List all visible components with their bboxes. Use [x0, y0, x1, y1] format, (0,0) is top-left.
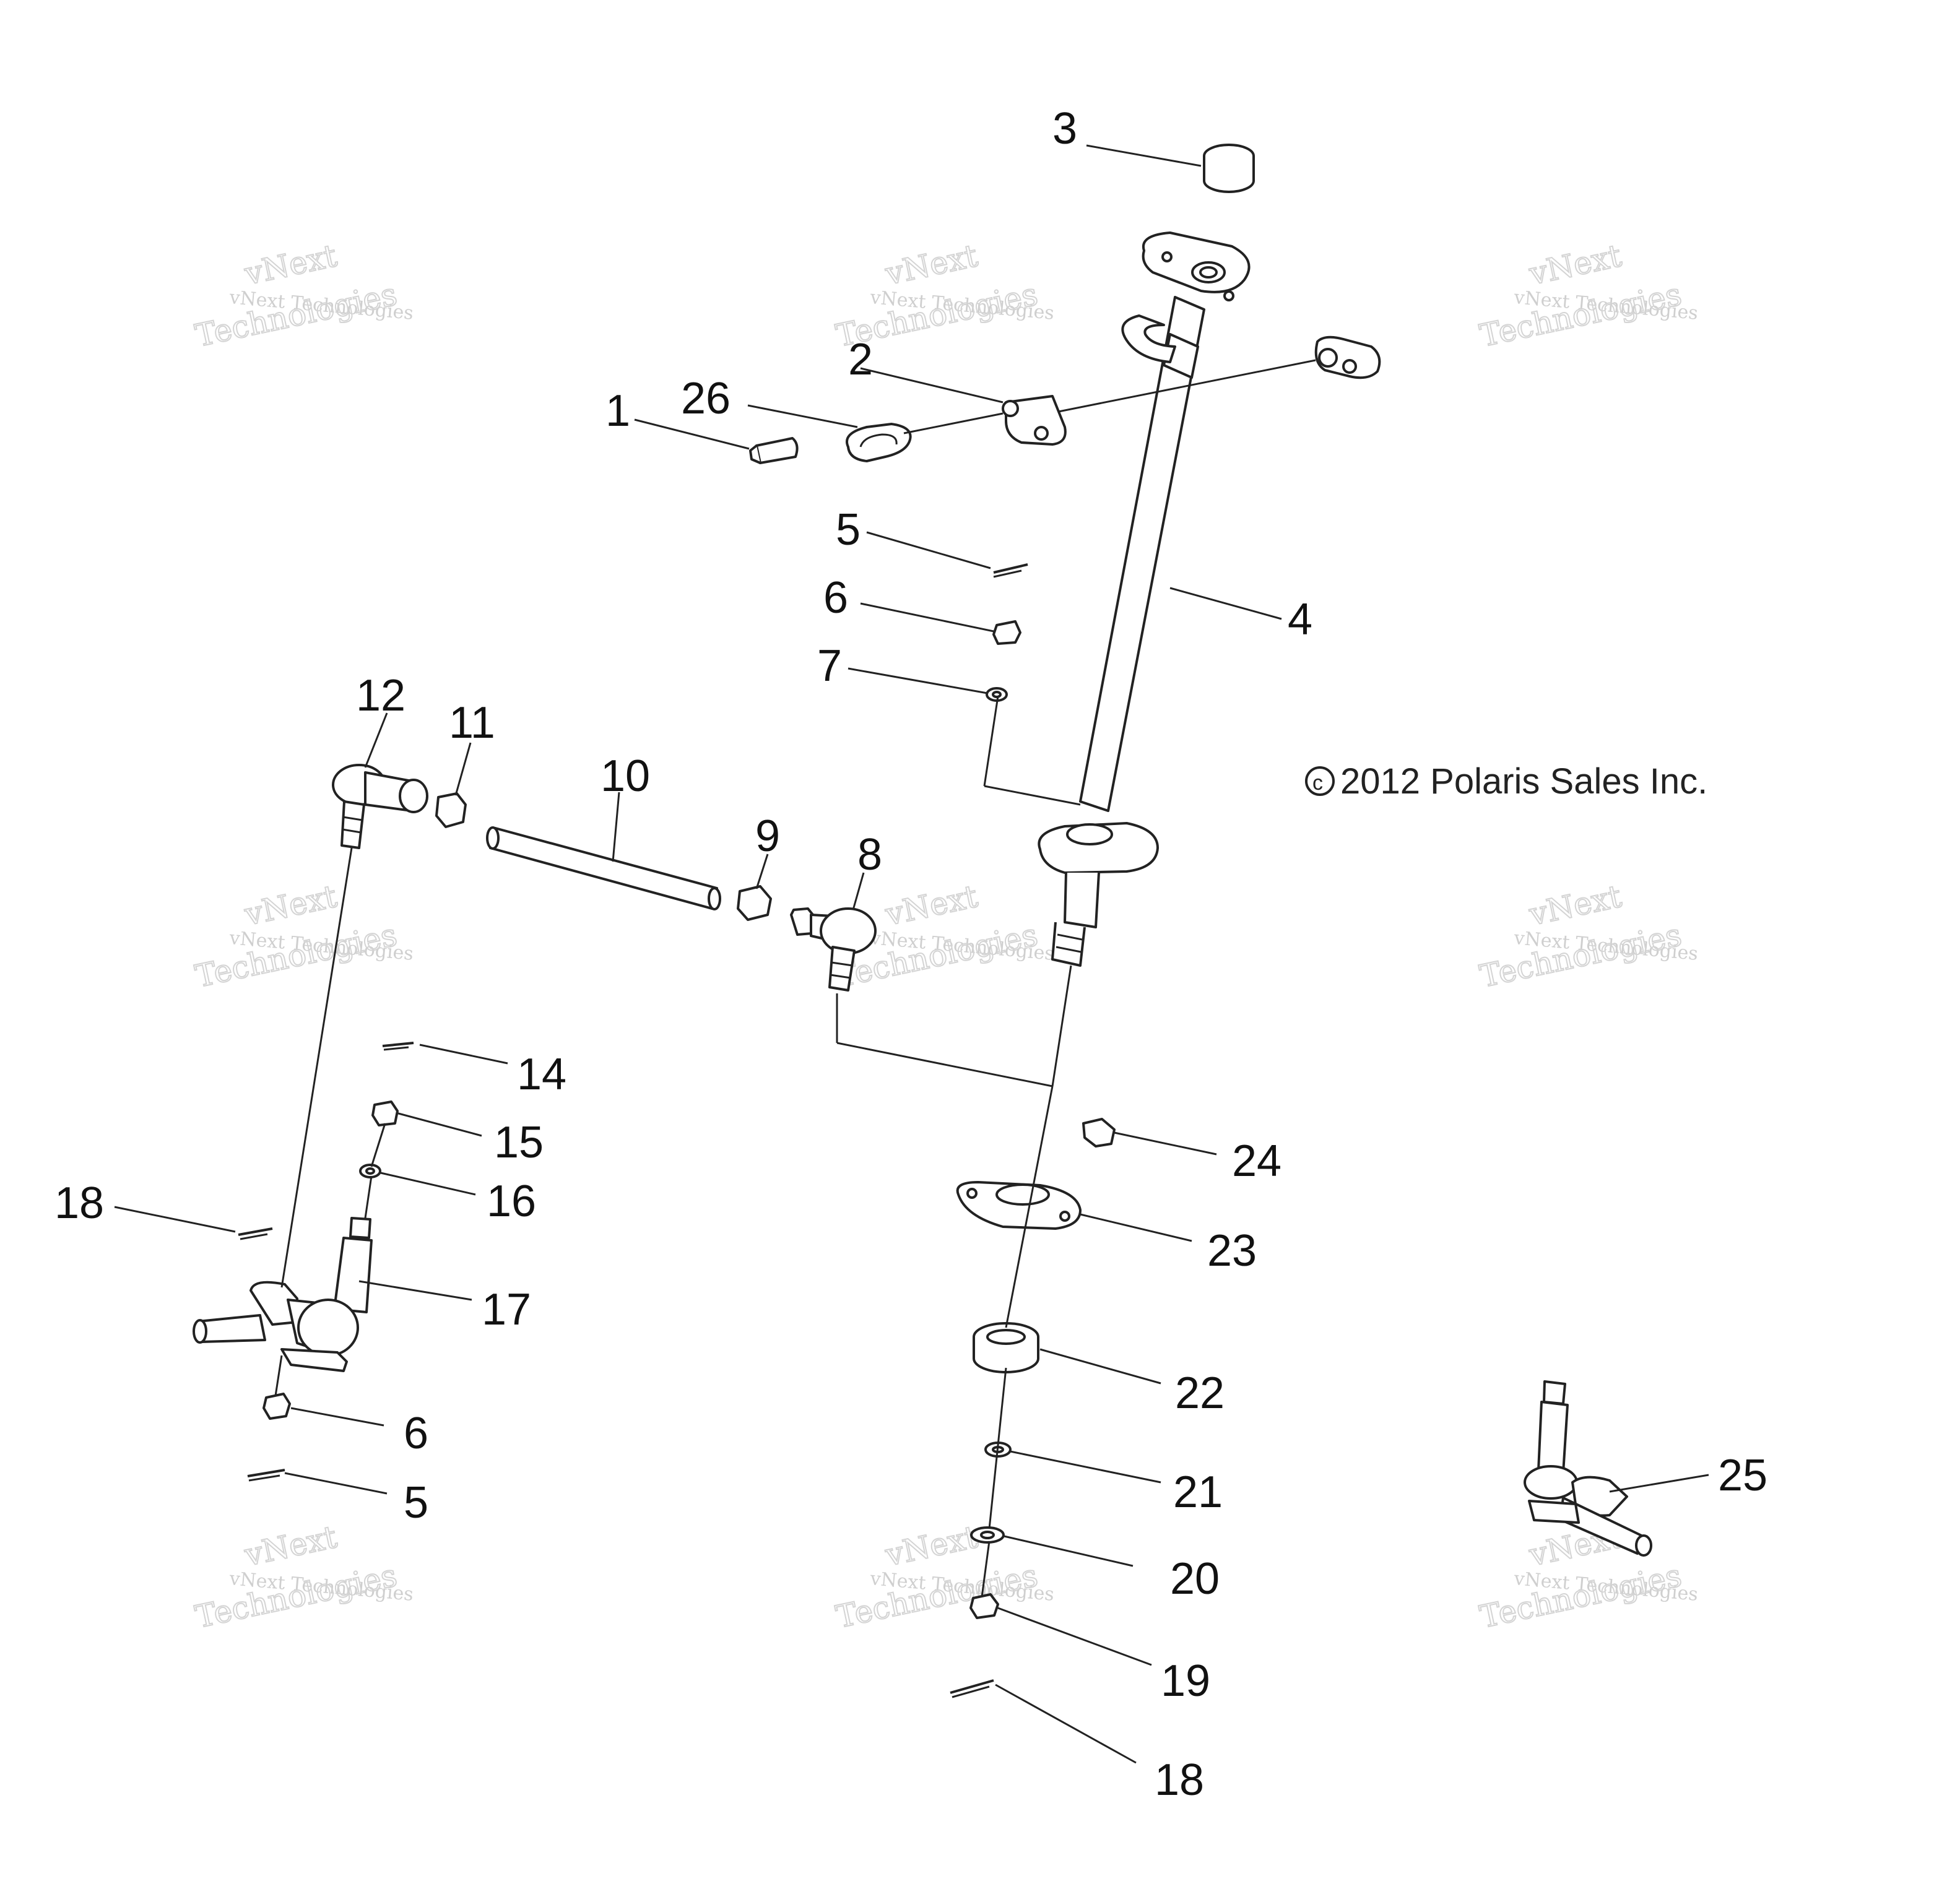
part-tie-rod-end-right: [790, 907, 877, 992]
part-retainer-clip: [846, 423, 912, 462]
watermark-vnext: vNext: [241, 878, 340, 933]
copyright-notice: c 2012 Polaris Sales Inc.: [1305, 761, 1707, 802]
watermark-technologies: Technologies: [1477, 1557, 1685, 1635]
callout-21: 21: [1173, 1468, 1223, 1517]
callout-3: 3: [1052, 104, 1077, 153]
part-washer: [970, 1526, 1005, 1544]
watermark-technologies: Technologies: [833, 1557, 1041, 1635]
copyright-symbol: c: [1312, 771, 1323, 795]
part-jam-nut-right: [737, 885, 772, 921]
callout-6-top: 6: [823, 573, 848, 623]
callout-19: 19: [1161, 1656, 1210, 1706]
part-tie-rod: [486, 826, 721, 910]
part-spindle-left: [193, 1217, 373, 1372]
callout-12: 12: [356, 671, 405, 720]
watermark-vnext: vNext: [882, 238, 981, 292]
part-cotter-pin: [238, 1227, 273, 1240]
callout-1: 1: [605, 386, 630, 436]
part-cotter-pin: [247, 1469, 285, 1482]
callout-18-bottom: 18: [1155, 1755, 1204, 1805]
callout-15: 15: [494, 1118, 544, 1167]
part-washer: [359, 1164, 381, 1178]
callout-4: 4: [1288, 595, 1312, 644]
watermark-technologies: Technologies: [192, 917, 400, 995]
callout-labels: 3 2 1 26 5 6 7 4 12 11 10 9 8 14 15 16 1…: [54, 104, 1767, 1805]
watermark-vnext: vNext: [241, 1519, 340, 1573]
part-cap: [1203, 144, 1255, 193]
callout-18-left: 18: [54, 1178, 104, 1228]
callout-6-lower: 6: [404, 1409, 428, 1458]
callout-23: 23: [1207, 1226, 1257, 1276]
copyright-text: 2012 Polaris Sales Inc.: [1340, 761, 1707, 802]
callout-16: 16: [487, 1177, 536, 1226]
callout-20: 20: [1170, 1554, 1220, 1604]
part-steering-shaft: [1038, 231, 1251, 967]
callout-5-top: 5: [836, 505, 861, 555]
callout-8: 8: [857, 830, 882, 880]
part-castle-nut: [992, 620, 1021, 645]
watermark-vnext: vNext: [1525, 238, 1624, 292]
callout-11: 11: [449, 698, 495, 748]
part-bolt: [749, 437, 799, 464]
callout-2: 2: [848, 335, 873, 384]
callout-9: 9: [755, 811, 780, 861]
callout-26: 26: [681, 374, 731, 423]
leader-lines: [114, 144, 1709, 1764]
callout-25: 25: [1718, 1451, 1767, 1500]
watermark-vnext: vNext: [882, 878, 981, 933]
callout-10: 10: [601, 751, 650, 801]
part-castle-nut: [371, 1100, 399, 1126]
part-cotter-pin: [950, 1679, 994, 1698]
watermark-technologies: Technologies: [192, 276, 400, 354]
callout-17: 17: [482, 1285, 531, 1334]
callout-5-lower: 5: [404, 1478, 428, 1528]
watermark-technologies: Technologies: [1477, 276, 1685, 354]
watermark-technologies: Technologies: [1477, 917, 1685, 995]
part-jam-nut-left: [435, 792, 467, 828]
callout-22: 22: [1175, 1368, 1225, 1418]
part-cotter-pin: [993, 563, 1028, 578]
part-flange-plate: [956, 1181, 1082, 1230]
watermark-technologies: Technologies: [192, 1557, 400, 1635]
watermark-vnext: vNext: [1525, 878, 1624, 933]
part-castle-nut: [262, 1393, 291, 1420]
part-cotter-pin: [382, 1042, 414, 1051]
callout-14: 14: [517, 1050, 566, 1099]
part-clamp: [1002, 335, 1381, 446]
part-tie-rod-end-left: [332, 764, 428, 849]
part-bearing: [973, 1322, 1039, 1373]
part-clip-nut: [1082, 1118, 1116, 1148]
watermark-vnext: vNext: [241, 238, 340, 292]
callout-7: 7: [817, 641, 842, 691]
watermark-vnext: vNext: [882, 1519, 981, 1573]
part-castle-nut: [969, 1593, 999, 1619]
callout-24: 24: [1232, 1136, 1281, 1186]
part-spindle-right: [1524, 1380, 1652, 1557]
